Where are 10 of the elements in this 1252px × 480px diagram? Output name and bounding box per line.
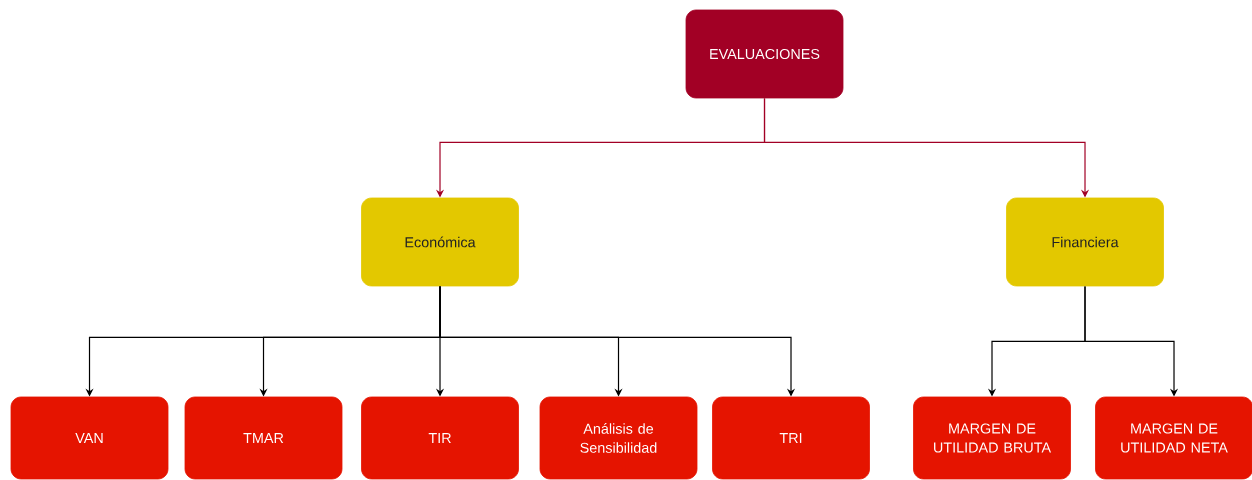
category-box: Económica [361,197,519,287]
method-box: MARGEN DE UTILIDAD NETA [1095,396,1252,480]
method-box: MARGEN DE UTILIDAD BRUTA [913,396,1071,480]
method-box: TRI [712,396,870,480]
method-box: TMAR [184,396,343,480]
category-box: Financiera [1006,197,1164,287]
method-box: VAN [10,396,169,480]
method-box: TIR [361,396,519,480]
category-box: EVALUACIONES [685,9,844,99]
method-box: Análisis de Sensibilidad [539,396,698,480]
